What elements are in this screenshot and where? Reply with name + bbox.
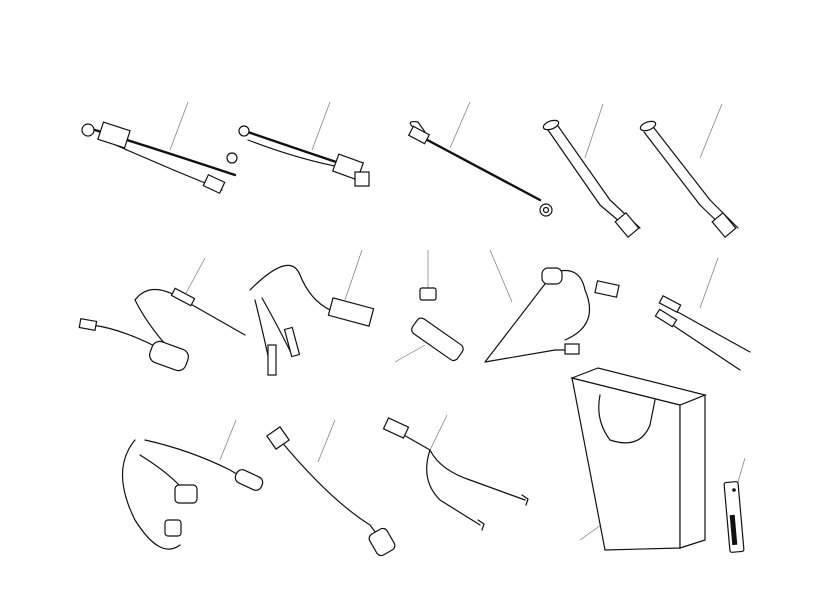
part-banana-cable bbox=[249, 249, 375, 376]
part-id-tag bbox=[723, 457, 746, 553]
leader-line bbox=[344, 249, 363, 301]
leader-line bbox=[219, 419, 237, 461]
part-banjo-hose bbox=[407, 101, 553, 217]
leader-line bbox=[311, 101, 331, 151]
leader-line bbox=[169, 101, 189, 151]
part-temperature-probe bbox=[78, 257, 246, 372]
part-small-adapters bbox=[394, 250, 464, 363]
part-triangle-cable bbox=[484, 249, 620, 363]
part-fork-terminal-cable bbox=[382, 414, 529, 531]
part-crocodile-clips bbox=[654, 257, 751, 371]
leader-line bbox=[317, 419, 336, 463]
leader-line bbox=[584, 103, 604, 159]
part-carrying-case bbox=[570, 367, 707, 551]
part-straight-adapter-2 bbox=[639, 103, 739, 239]
leader-line bbox=[394, 344, 426, 363]
tag-hole bbox=[732, 488, 736, 492]
leader-line bbox=[449, 101, 471, 149]
part-hose-adapter-1 bbox=[81, 101, 238, 195]
part-adapter-cable bbox=[266, 419, 396, 557]
part-straight-adapter-1 bbox=[542, 103, 641, 239]
leader-line bbox=[429, 414, 448, 451]
leader-line bbox=[184, 257, 206, 296]
part-y-cable bbox=[121, 419, 264, 550]
leader-line bbox=[699, 257, 719, 309]
tag-logo bbox=[729, 514, 738, 546]
leader-line bbox=[737, 457, 746, 483]
leader-line bbox=[699, 103, 723, 159]
part-hose-adapter-2 bbox=[238, 101, 370, 187]
leader-line bbox=[489, 249, 513, 303]
